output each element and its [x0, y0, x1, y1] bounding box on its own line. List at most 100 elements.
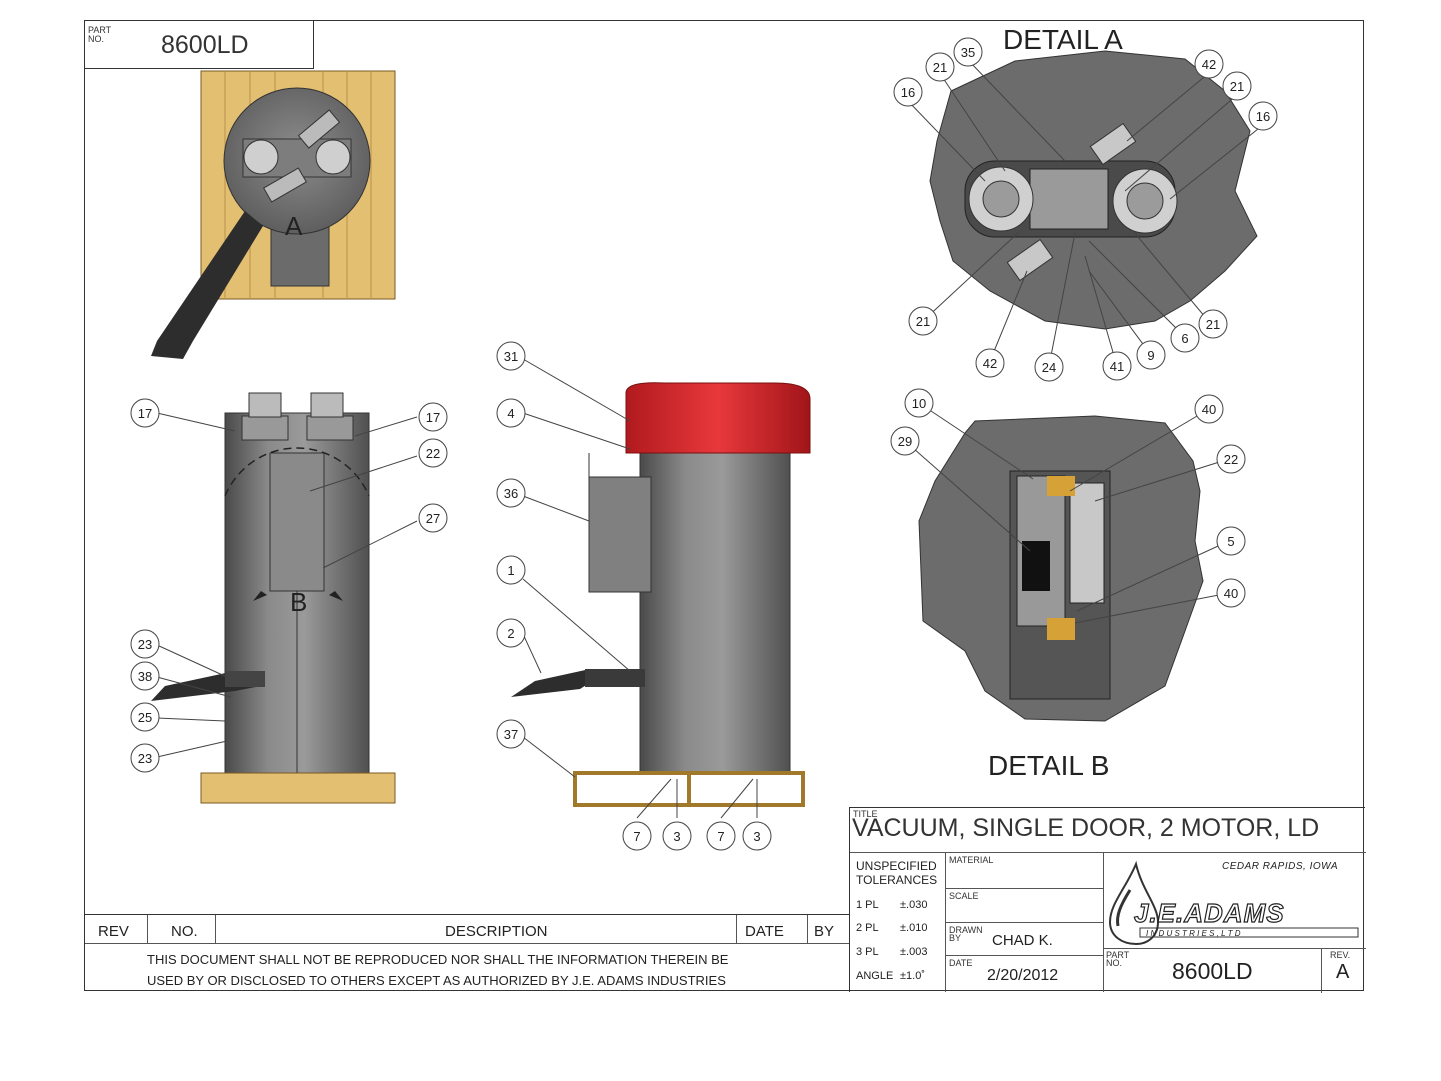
- svg-text:23: 23: [138, 751, 152, 766]
- svg-text:37: 37: [504, 727, 518, 742]
- svg-text:3: 3: [753, 829, 760, 844]
- svg-text:21: 21: [933, 60, 947, 75]
- date-value: 2/20/2012: [987, 967, 1059, 984]
- tol-angle-val: ±1.0˚: [900, 970, 925, 982]
- callout-27: 27: [418, 503, 448, 533]
- svg-text:22: 22: [426, 446, 440, 461]
- callout-6: 6: [1170, 323, 1200, 353]
- part-no-label-tb: PART NO.: [1106, 950, 1130, 968]
- svg-text:7: 7: [717, 829, 724, 844]
- callout-21b: 21: [1222, 71, 1252, 101]
- svg-text:24: 24: [1042, 360, 1056, 375]
- svg-text:9: 9: [1147, 348, 1154, 363]
- svg-text:4: 4: [507, 406, 514, 421]
- callout-21a: 21: [925, 52, 955, 82]
- callout-5: 5: [1216, 526, 1246, 556]
- callout-42a: 42: [1194, 49, 1224, 79]
- part-no-label: PART NO.: [88, 25, 112, 44]
- callout-35: 35: [953, 37, 983, 67]
- svg-text:40: 40: [1224, 586, 1238, 601]
- tol-1pl-val: ±.030: [900, 899, 928, 911]
- date-label: DATE: [949, 958, 973, 968]
- svg-text:10: 10: [912, 396, 926, 411]
- svg-text:21: 21: [1206, 317, 1220, 332]
- drawing-views: A B: [130, 24, 1278, 851]
- callout-37: 37: [496, 719, 526, 749]
- svg-text:1: 1: [507, 563, 514, 578]
- callout-2: 2: [496, 618, 526, 648]
- callout-40b: 40: [1216, 578, 1246, 608]
- callout-38: 38: [130, 661, 160, 691]
- svg-text:41: 41: [1110, 359, 1124, 374]
- callout-24: 24: [1034, 352, 1064, 382]
- drawn-by-label: DRAWN BY: [949, 925, 983, 943]
- callout-3a: 3: [662, 821, 692, 851]
- rev-label-tb: REV.: [1330, 950, 1351, 960]
- svg-text:7: 7: [633, 829, 640, 844]
- material-label: MATERIAL: [949, 855, 994, 865]
- svg-text:5: 5: [1227, 534, 1234, 549]
- detail-b-view: DETAIL B: [918, 415, 1204, 781]
- tol-3pl-key: 3 PL: [856, 946, 879, 958]
- callout-balloons: 17 17 22 27 23 38 25 23 31 4 36 1 2 37 7…: [130, 37, 1278, 851]
- view-letter-a: A: [285, 211, 303, 241]
- revision-table: REV NO. DESCRIPTION DATE BY THIS DOCUMEN…: [85, 914, 849, 991]
- drawn-by-value: CHAD K.: [992, 932, 1053, 949]
- front-view: B: [151, 392, 396, 804]
- callout-17a: 17: [130, 398, 160, 428]
- callout-7a: 7: [622, 821, 652, 851]
- svg-text:21: 21: [1230, 79, 1244, 94]
- part-no-value: 8600LD: [161, 31, 249, 59]
- description-header: DESCRIPTION: [445, 923, 548, 940]
- svg-text:21: 21: [916, 314, 930, 329]
- tol-2pl-val: ±.010: [900, 922, 928, 934]
- tolerances-label-1: UNSPECIFIED: [856, 859, 937, 873]
- svg-text:2: 2: [507, 626, 514, 641]
- tol-3pl-val: ±.003: [900, 946, 928, 958]
- svg-text:22: 22: [1224, 452, 1238, 467]
- callout-42b: 42: [975, 348, 1005, 378]
- callout-16b: 16: [1248, 101, 1278, 131]
- callout-31: 31: [496, 341, 526, 371]
- drawing-title: VACUUM, SINGLE DOOR, 2 MOTOR, LD: [852, 814, 1320, 842]
- callout-21d: 21: [1198, 309, 1228, 339]
- svg-text:17: 17: [426, 410, 440, 425]
- callout-21c: 21: [908, 306, 938, 336]
- detail-b-title: DETAIL B: [988, 750, 1109, 781]
- drawing-sheet: PART NO. 8600LD: [84, 20, 1366, 993]
- scale-label: SCALE: [949, 891, 979, 901]
- callout-40a: 40: [1194, 394, 1224, 424]
- svg-text:16: 16: [901, 85, 915, 100]
- callout-7b: 7: [706, 821, 736, 851]
- view-letter-b: B: [290, 587, 307, 617]
- logo-main: J.E.ADAMS: [1134, 898, 1285, 928]
- rev-header: REV: [98, 923, 129, 940]
- svg-text:36: 36: [504, 486, 518, 501]
- svg-text:3: 3: [673, 829, 680, 844]
- svg-text:31: 31: [504, 349, 518, 364]
- callout-22b: 22: [1216, 444, 1246, 474]
- top-view: A: [151, 70, 396, 359]
- callout-41: 41: [1102, 351, 1132, 381]
- tol-2pl-key: 2 PL: [856, 922, 879, 934]
- tol-1pl-key: 1 PL: [856, 899, 879, 911]
- svg-text:16: 16: [1256, 109, 1270, 124]
- svg-text:6: 6: [1181, 331, 1188, 346]
- side-view: [511, 382, 811, 807]
- tol-angle-key: ANGLE: [856, 970, 894, 982]
- svg-text:25: 25: [138, 710, 152, 725]
- svg-text:42: 42: [983, 356, 997, 371]
- title-label: TITLE: [853, 809, 878, 819]
- notice-line-2: USED BY OR DISCLOSED TO OTHERS EXCEPT AS…: [147, 973, 726, 988]
- rev-value-tb: A: [1336, 961, 1350, 983]
- callout-36: 36: [496, 478, 526, 508]
- callout-25: 25: [130, 702, 160, 732]
- logo-sub: I N D U S T R I E S , L T D: [1146, 929, 1241, 938]
- part-number-box: PART NO. 8600LD: [85, 21, 314, 69]
- callout-22: 22: [418, 438, 448, 468]
- title-block: TITLE VACUUM, SINGLE DOOR, 2 MOTOR, LD U…: [849, 807, 1366, 993]
- callout-23a: 23: [130, 629, 160, 659]
- svg-text:23: 23: [138, 637, 152, 652]
- location-text: CEDAR RAPIDS, IOWA: [1222, 861, 1339, 872]
- callout-4: 4: [496, 398, 526, 428]
